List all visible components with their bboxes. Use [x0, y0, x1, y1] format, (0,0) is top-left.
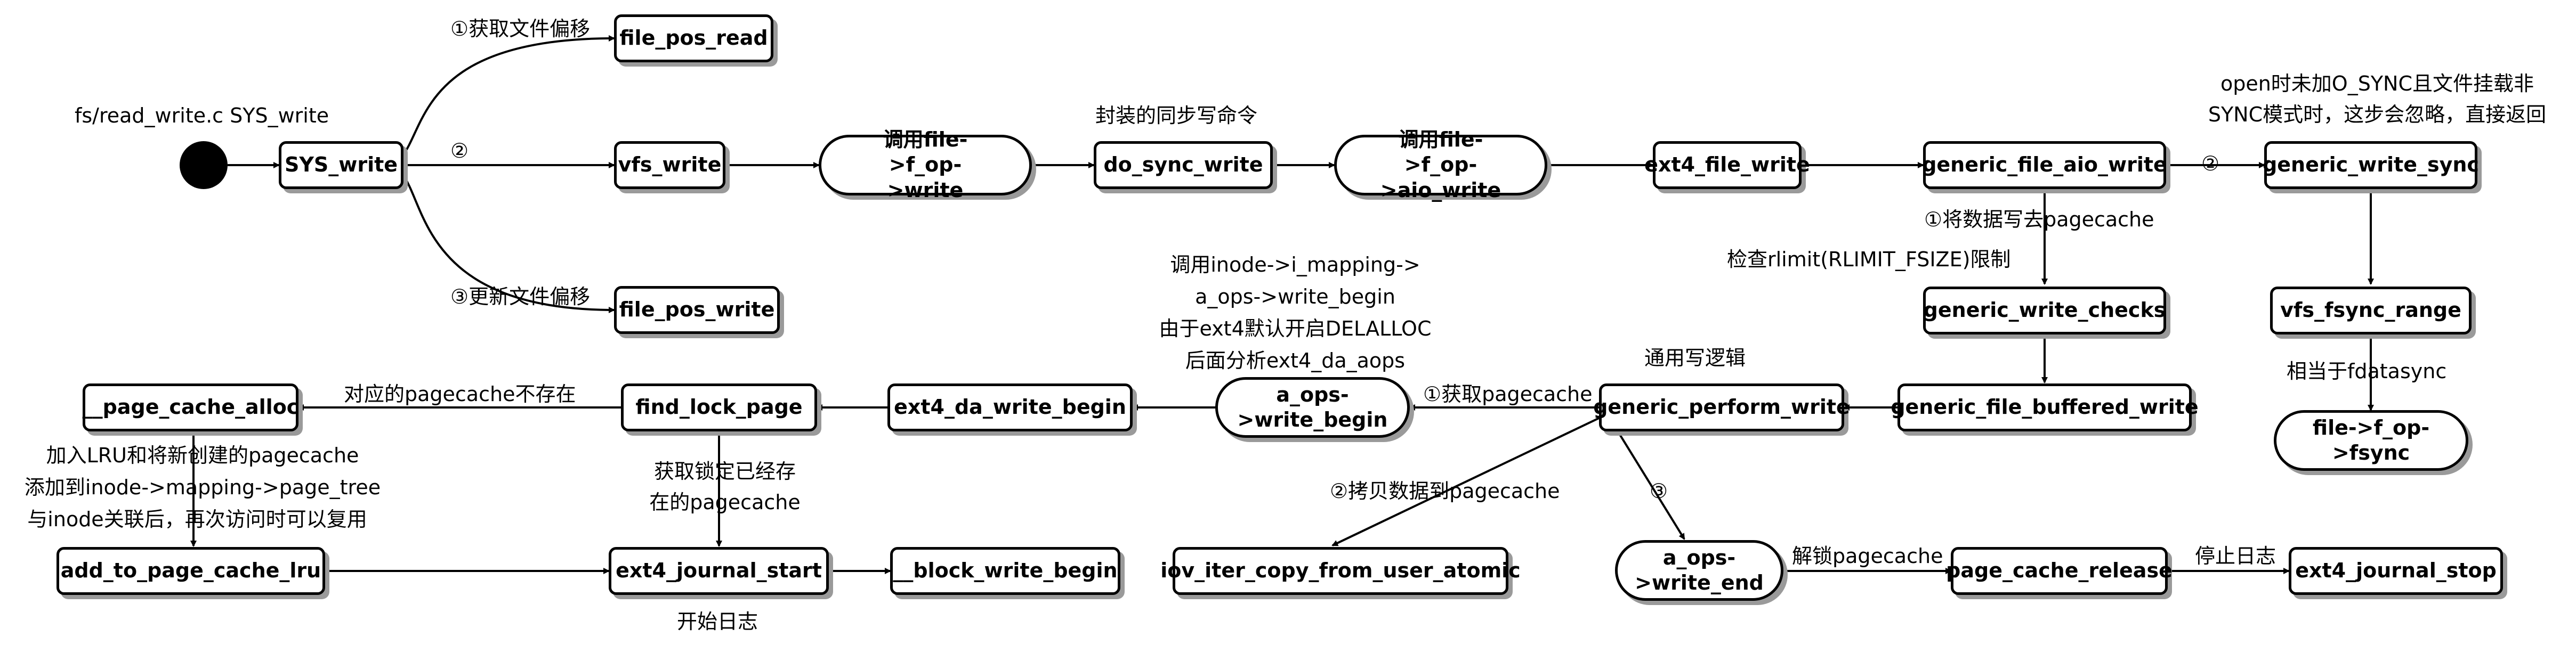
label-update-file-offset: ③更新文件偏移 — [450, 285, 591, 308]
label-write-begin-note-line3: 由于ext4默认开启DELALLOC — [1159, 317, 1432, 340]
label-get-pagecache: ①获取pagecache — [1423, 382, 1593, 406]
label-locked-pagecache-line2: 在的pagecache — [649, 491, 801, 514]
label-write-begin-note-line1: 调用inode->i_mapping-> — [1170, 253, 1420, 276]
node-ext4-journal-stop[interactable]: ext4_journal_stop — [2289, 547, 2503, 595]
node-call-f-op-write[interactable]: 调用file->f_op->write — [819, 128, 1032, 202]
node-do-sync-write[interactable]: do_sync_write — [1094, 141, 1273, 189]
node-ext4-da-write-begin[interactable]: ext4_da_write_begin — [887, 383, 1133, 431]
label-write-begin-note-line2: a_ops->write_begin — [1195, 285, 1395, 308]
node-call-f-op-aio-write[interactable]: 调用file->f_op->aio_write — [1334, 128, 1547, 202]
label-stop-journal: 停止日志 — [2195, 544, 2276, 568]
label-step-three: ③ — [1650, 479, 1668, 503]
node-ext4-file-write[interactable]: ext4_file_write — [1644, 141, 1810, 189]
node-generic-file-aio-write[interactable]: generic_file_aio_write — [1922, 141, 2167, 189]
edge-sys-write-to-file-pos-write — [402, 175, 615, 313]
node-vfs-fsync-range[interactable]: vfs_fsync_range — [2270, 287, 2472, 334]
label-fdatasync-equiv: 相当于fdatasync — [2287, 360, 2447, 383]
node-file-f-op-fsync[interactable]: file->f_op->fsync — [2274, 410, 2468, 471]
node-find-lock-page[interactable]: find_lock_page — [621, 383, 817, 431]
node-sys-write[interactable]: SYS_write — [279, 141, 403, 189]
node-generic-perform-write[interactable]: generic_perform_write — [1593, 383, 1850, 431]
node-generic-write-checks[interactable]: generic_write_checks — [1923, 287, 2166, 334]
edge-perform-write-to-iov-iter-copy — [1331, 417, 1600, 546]
edge-perform-write-to-a-ops-write-end — [1609, 417, 1685, 540]
node-a-ops-write-begin[interactable]: a_ops->write_begin — [1215, 377, 1410, 438]
label-general-write-logic: 通用写逻辑 — [1644, 346, 1746, 370]
label-o-sync-note-line1: open时未加O_SYNC且文件挂载非 — [2220, 72, 2534, 95]
node-file-pos-write[interactable]: file_pos_write — [614, 286, 780, 334]
label-unlock-pagecache: 解锁pagecache — [1792, 544, 1943, 568]
node-file-pos-read[interactable]: file_pos_read — [614, 14, 773, 62]
label-pagecache-missing: 对应的pagecache不存在 — [344, 382, 576, 406]
label-o-sync-note-line2: SYNC模式时，这步会忽略，直接返回 — [2208, 103, 2547, 126]
label-sync-write-wrapper: 封装的同步写命令 — [1095, 104, 1258, 127]
label-step-two-sync: ② — [2201, 152, 2220, 175]
node-add-to-page-cache-lru[interactable]: add_to_page_cache_lru — [56, 547, 325, 595]
label-locked-pagecache-line1: 获取锁定已经存 — [653, 460, 796, 483]
node-generic-write-sync[interactable]: generic_write_sync — [2263, 141, 2479, 189]
label-copy-to-pagecache: ②拷贝数据到pagecache — [1330, 479, 1560, 503]
start-node — [180, 141, 228, 189]
label-source-file: fs/read_write.c SYS_write — [75, 104, 329, 127]
label-write-to-pagecache: ①将数据写去pagecache — [1924, 208, 2154, 231]
label-lru-note-line3: 与inode关联后，再次访问时可以复用 — [27, 508, 367, 531]
node-generic-file-buffered-write[interactable]: generic_file_buffered_write — [1891, 383, 2199, 431]
node-page-cache-release[interactable]: page_cache_release — [1946, 547, 2173, 595]
label-check-rlimit: 检查rlimit(RLIMIT_FSIZE)限制 — [1727, 248, 2011, 271]
label-lru-note-line1: 加入LRU和将新创建的pagecache — [46, 444, 359, 467]
node-a-ops-write-end[interactable]: a_ops->write_end — [1615, 540, 1783, 601]
label-get-file-offset: ①获取文件偏移 — [450, 17, 591, 40]
label-lru-note-line2: 添加到inode->mapping->page_tree — [24, 476, 381, 499]
node-vfs-write[interactable]: vfs_write — [614, 141, 725, 189]
label-write-begin-note-line4: 后面分析ext4_da_aops — [1185, 349, 1406, 372]
node-ext4-journal-start[interactable]: ext4_journal_start — [609, 547, 829, 595]
node-block-write-begin[interactable]: __block_write_begin — [890, 547, 1120, 595]
node-iov-iter-copy-from-user-atomic[interactable]: iov_iter_copy_from_user_atomic — [1160, 547, 1521, 595]
node-page-cache-alloc[interactable]: __page_cache_alloc — [83, 383, 298, 431]
edge-sys-write-to-file-pos-read — [402, 35, 615, 156]
label-start-journal: 开始日志 — [677, 610, 758, 633]
label-step-two-vfs: ② — [450, 139, 469, 162]
